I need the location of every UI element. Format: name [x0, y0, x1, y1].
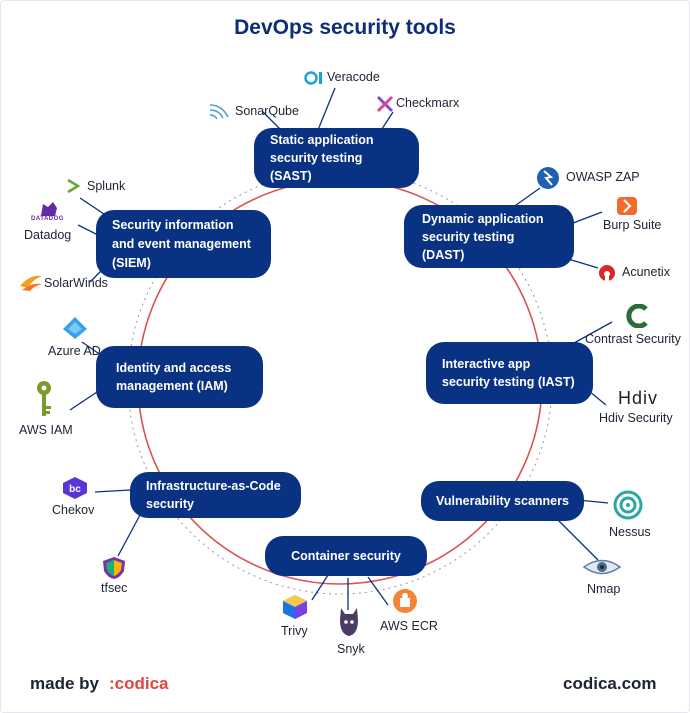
tool-nessus: Nessus — [609, 525, 651, 539]
footer-brand-logo: :codica — [109, 674, 169, 693]
trivy-icon — [283, 595, 307, 619]
category-container: Container security — [265, 536, 427, 576]
hdiv-logo: Hdiv — [618, 388, 659, 408]
tool-acunetix: Acunetix — [622, 265, 670, 279]
category-vuln: Vulnerability scanners — [421, 481, 584, 521]
tool-nmap: Nmap — [587, 582, 621, 596]
tool-splunk: Splunk — [87, 179, 126, 193]
tool-contrast-security: Contrast Security — [585, 332, 681, 346]
datadog-logo: DATADOG — [31, 216, 64, 222]
acunetix-icon — [599, 265, 615, 281]
category-siem: Security information and event managemen… — [96, 210, 271, 278]
snyk-icon — [340, 608, 358, 636]
burp-suite-icon — [617, 197, 637, 215]
tool-snyk: Snyk — [337, 642, 365, 656]
category-sast: Static application security testing (SAS… — [254, 128, 419, 188]
tool-hdiv-security: Hdiv Security — [599, 411, 673, 425]
tool-veracode: Veracode — [327, 70, 380, 84]
category-dast: Dynamic application security testing (DA… — [404, 205, 574, 268]
tool-owasp-zap: OWASP ZAP — [566, 170, 640, 184]
page-title: DevOps security tools — [234, 16, 456, 39]
aws-iam-icon — [37, 381, 51, 416]
sonarqube-icon — [209, 104, 229, 120]
tool-datadog: Datadog — [24, 228, 72, 242]
contrast-security-icon — [626, 304, 648, 328]
nessus-icon — [613, 490, 643, 520]
azure-ad-icon — [63, 317, 87, 339]
splunk-icon — [67, 178, 80, 194]
tool-trivy: Trivy — [281, 624, 308, 638]
tool-solarwinds: SolarWinds — [44, 276, 108, 290]
category-iam: Identity and access management (IAM) — [96, 346, 263, 408]
tfsec-icon — [103, 557, 125, 579]
tool-burp-suite: Burp Suite — [603, 218, 662, 232]
solarwinds-icon — [20, 275, 42, 291]
tool-sonarqube: SonarQube — [235, 104, 299, 118]
footer-made-by: made by — [30, 674, 99, 693]
checkmarx-icon — [376, 95, 394, 113]
veracode-icon — [304, 71, 322, 85]
svg-text:bc: bc — [69, 484, 81, 495]
footer-site: codica.com — [563, 674, 657, 693]
tool-aws-ecr: AWS ECR — [380, 619, 438, 633]
tool-checkmarx: Checkmarx — [396, 96, 460, 110]
tool-tfsec: tfsec — [101, 581, 128, 595]
category-iast: Interactive app security testing (IAST) — [426, 342, 593, 404]
tool-azure-ad: Azure AD — [48, 344, 101, 358]
nmap-icon — [582, 559, 622, 575]
owasp-zap-icon — [537, 167, 559, 189]
category-iac: Infrastructure-as-Code security — [130, 472, 301, 518]
tool-aws-iam: AWS IAM — [19, 423, 73, 437]
tool-chekov: Chekov — [52, 503, 95, 517]
chekov-icon: bc — [63, 477, 87, 499]
aws-ecr-icon — [393, 589, 417, 613]
datadog-icon — [41, 202, 57, 216]
